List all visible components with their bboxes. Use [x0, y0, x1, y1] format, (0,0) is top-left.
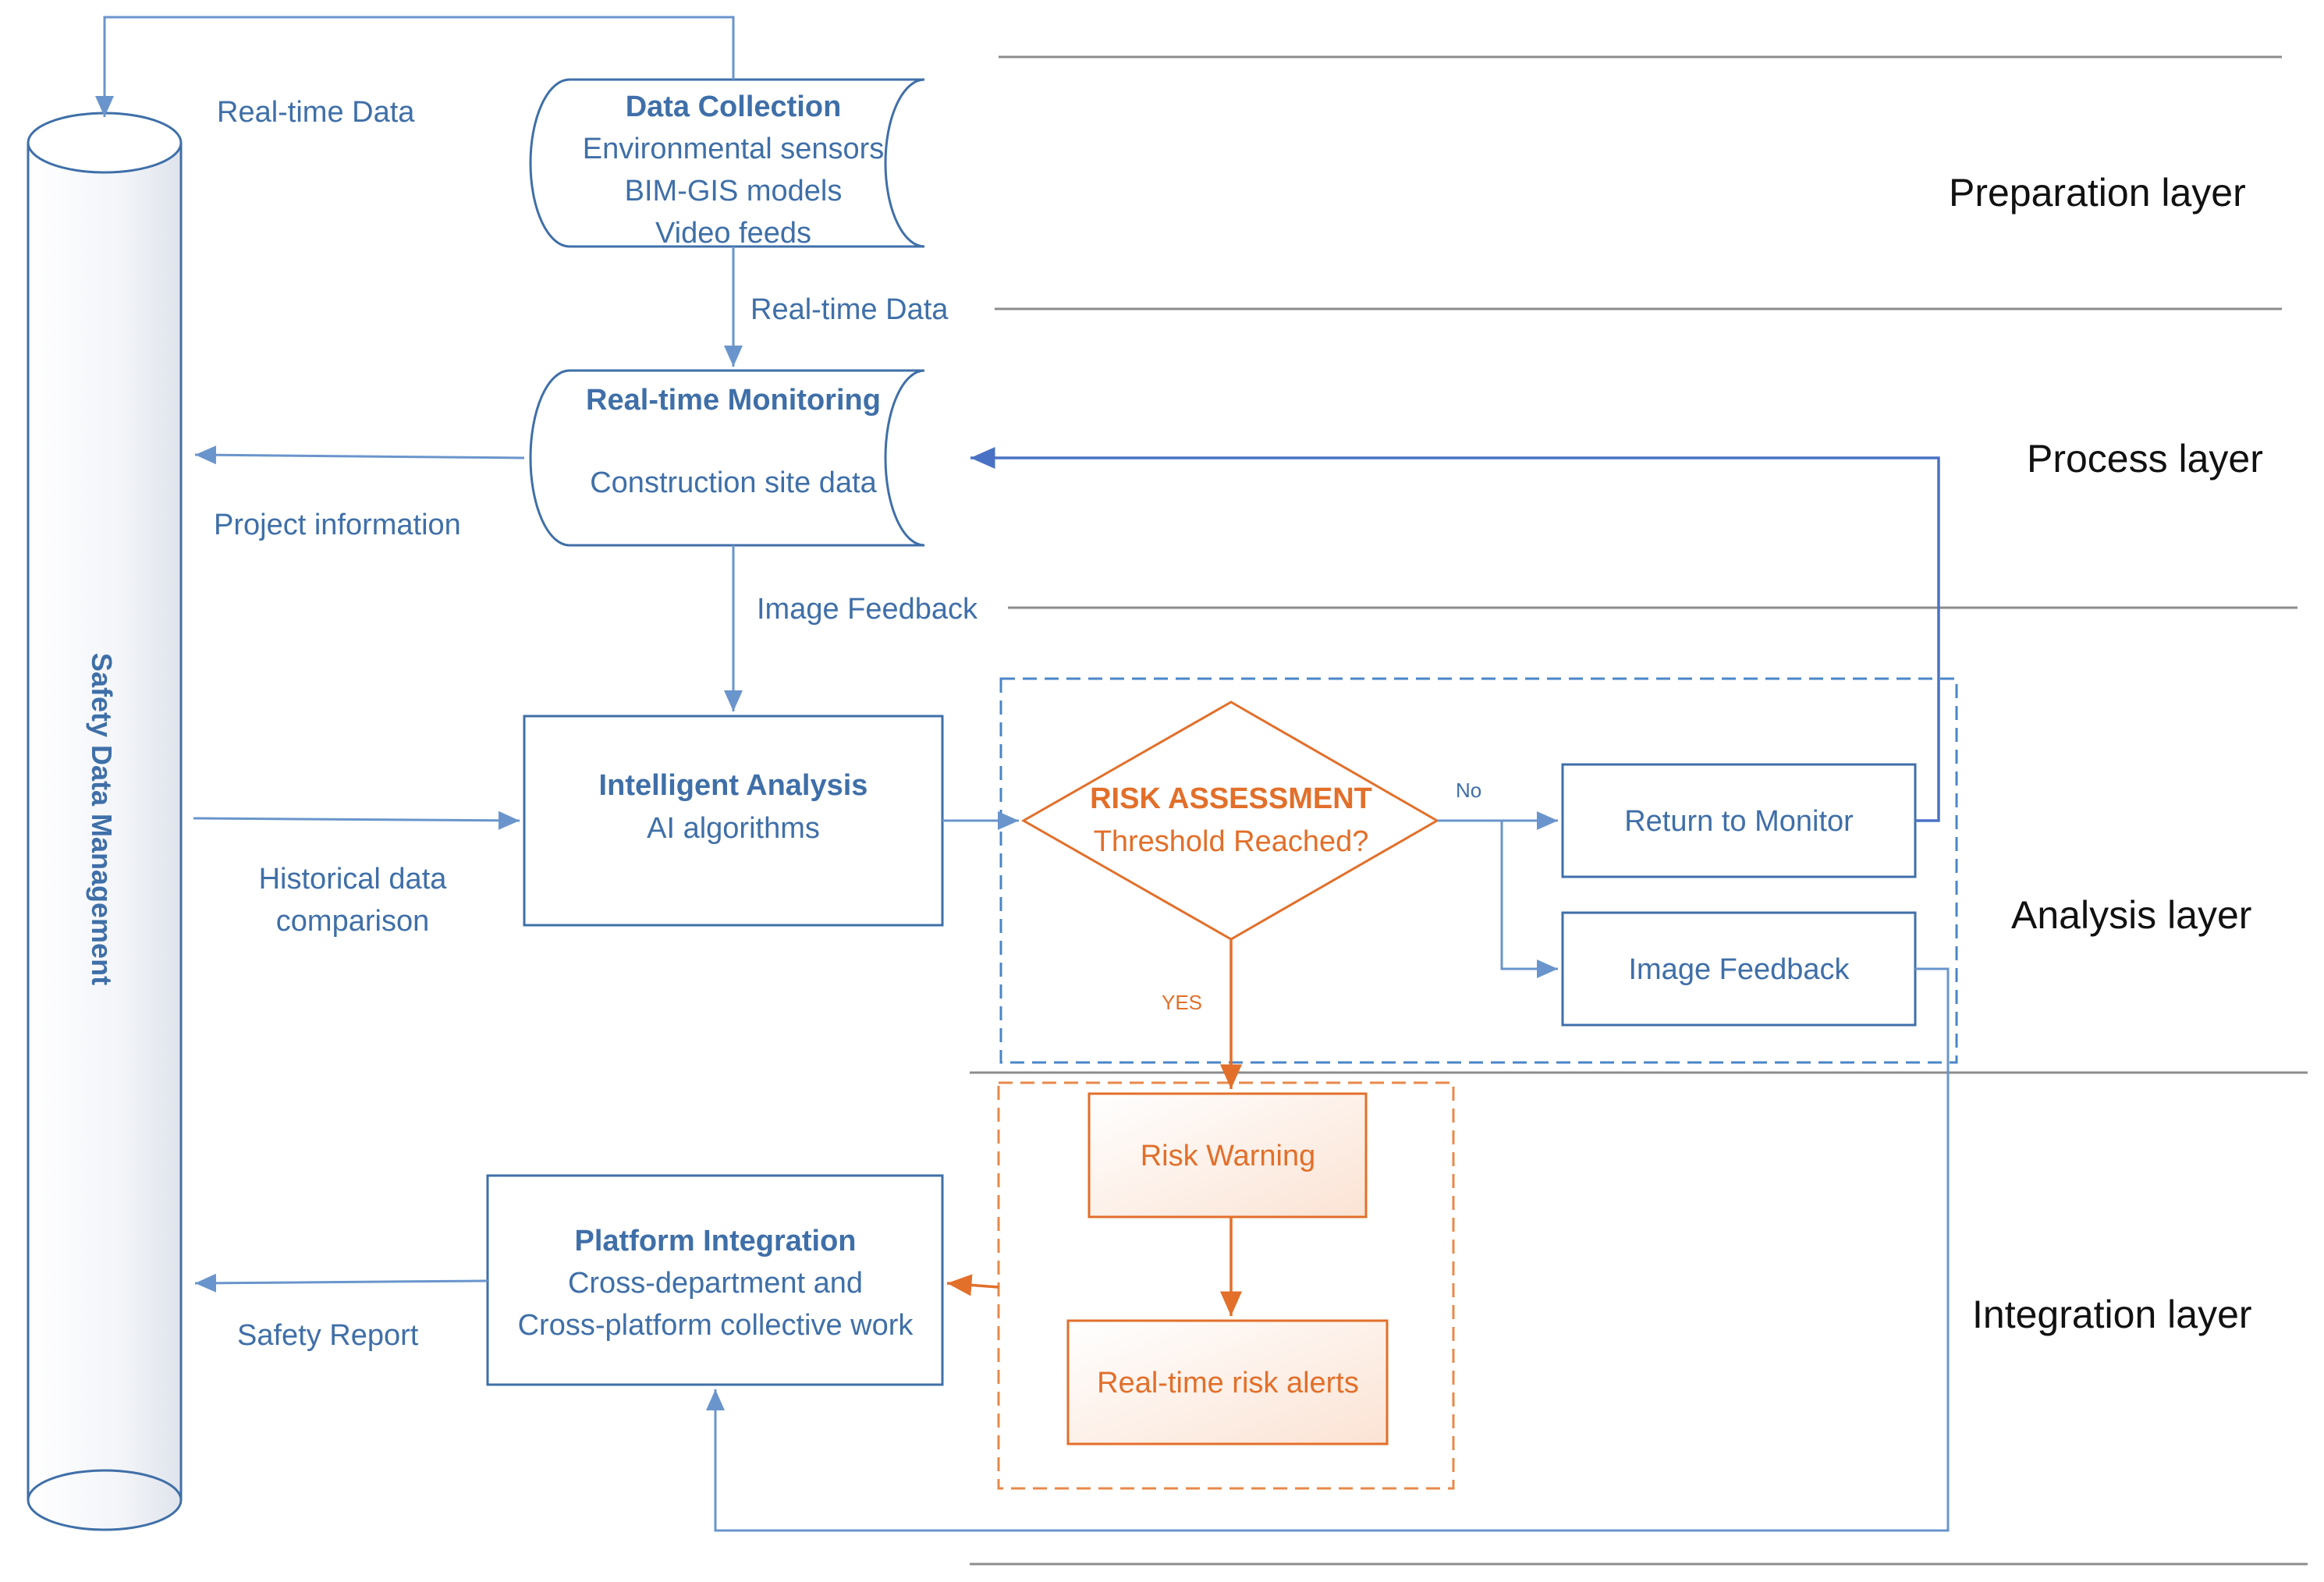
edge-group-to-platform [946, 1274, 999, 1296]
safety-data-management-label: Safety Data Management [86, 652, 118, 986]
data-collection-line-2: BIM-GIS models [624, 175, 843, 208]
analysis-dashed-group [999, 677, 1958, 1064]
edge-label-image-feedback: Image Feedback [757, 593, 978, 626]
safety-data-management-cylinder [27, 112, 183, 1531]
layer-separators [970, 55, 2308, 1566]
realtime-risk-alerts-label: Real-time risk alerts [1097, 1367, 1359, 1399]
intelligent-analysis-box [523, 715, 944, 927]
realtime-monitoring-line: Construction site data [590, 466, 877, 499]
process-layer-label: Process layer [2027, 437, 2263, 481]
edge-image-feedback-to-platform [706, 967, 1950, 1532]
realtime-risk-alerts-box [1066, 1319, 1389, 1445]
risk-assessment-diamond [1020, 701, 1440, 941]
data-collection-line-3: Video feeds [655, 217, 812, 250]
preparation-layer-label: Preparation layer [1949, 171, 2246, 215]
risk-warning-label: Risk Warning [1140, 1140, 1316, 1172]
return-to-monitor-box [1561, 763, 1917, 878]
realtime-monitoring-title: Real-time Monitoring [586, 384, 881, 417]
edge-diamond-to-image-feedback [1500, 821, 1558, 978]
edge-storage-to-analysis [193, 811, 520, 830]
intelligent-analysis-title: Intelligent Analysis [598, 769, 868, 802]
edge-label-historical-1: Historical data [258, 863, 447, 896]
edge-label-project-information: Project information [214, 509, 461, 541]
platform-integration-line-2: Cross-platform collective work [517, 1309, 914, 1342]
edge-monitoring-to-storage [194, 445, 525, 465]
return-to-monitor-label: Return to Monitor [1624, 805, 1854, 838]
data-collection-line-1: Environmental sensors [582, 133, 885, 165]
integration-layer-label: Integration layer [1972, 1293, 2252, 1336]
realtime-monitoring-shape [529, 369, 925, 547]
image-feedback-box [1561, 911, 1917, 1027]
edge-return-to-monitoring [970, 447, 1940, 822]
platform-integration-box [486, 1174, 944, 1386]
data-collection-title: Data Collection [625, 90, 842, 123]
edge-collection-to-storage [95, 16, 735, 117]
platform-integration-line-1: Cross-department and [567, 1267, 864, 1300]
risk-warning-box [1087, 1092, 1368, 1218]
analysis-layer-label: Analysis layer [2011, 893, 2252, 937]
intelligent-analysis-line: AI algorithms [647, 812, 820, 845]
image-feedback-label: Image Feedback [1628, 953, 1850, 986]
edge-label-no: No [1456, 779, 1482, 802]
risk-assessment-question: Threshold Reached? [1093, 825, 1369, 858]
platform-integration-title: Platform Integration [574, 1225, 857, 1257]
edge-label-realtime-data-top: Real-time Data [217, 96, 415, 129]
risk-assessment-title: RISK ASSESSMENT [1090, 782, 1372, 815]
edge-label-safety-report: Safety Report [237, 1319, 419, 1352]
data-collection-shape [529, 78, 925, 248]
edge-label-yes: YES [1162, 991, 1203, 1014]
edge-label-realtime-data-mid: Real-time Data [750, 293, 949, 326]
edge-platform-to-storage [194, 1273, 488, 1293]
edge-label-historical-2: comparison [275, 905, 430, 938]
